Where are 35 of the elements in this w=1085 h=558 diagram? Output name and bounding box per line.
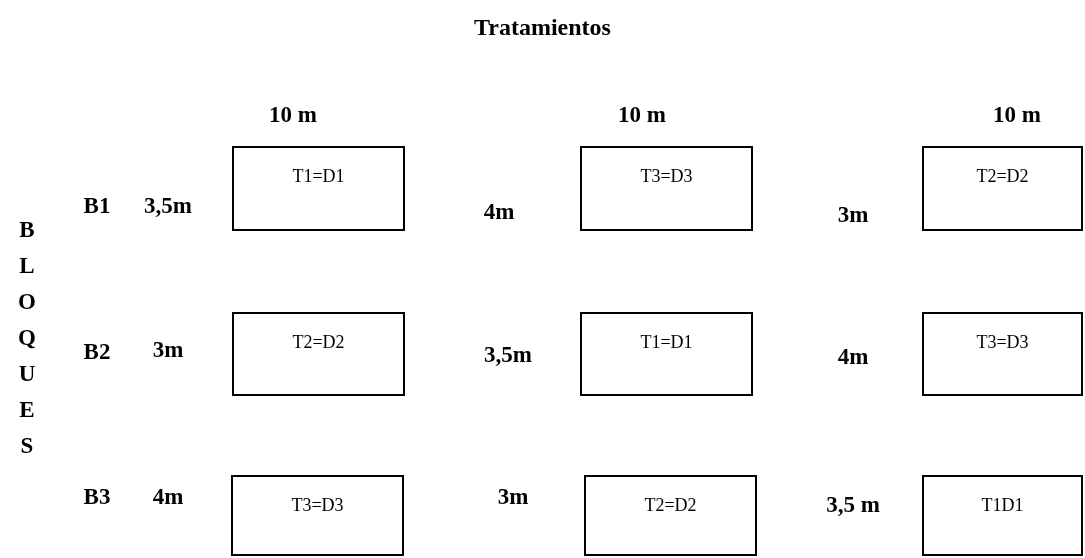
treatment-label: T3=D3 [639,166,694,187]
dimension-label: 4m [152,484,184,510]
dimension-label: 3m [152,337,184,363]
plot-box [580,312,753,396]
plot-box [231,475,404,556]
plot-box [232,312,405,396]
dimension-label: 3m [497,484,529,510]
treatment-label: T1=D1 [639,332,694,353]
treatment-label: T3=D3 [975,332,1030,353]
treatment-label: T2=D2 [291,332,346,353]
plot-box [922,146,1083,231]
axis-label: BLOQUES [17,216,37,460]
plot-box [922,475,1083,556]
block-label: B1 [83,193,111,219]
dimension-label: 3,5 m [826,492,880,518]
treatment-label: T1=D1 [291,166,346,187]
plot-box [584,475,757,556]
treatment-label: T2=D2 [643,495,698,516]
block-label: B3 [83,484,111,510]
treatment-label: T3=D3 [290,495,345,516]
dimension-label: 3m [837,202,869,228]
dimension-label: 3,5m [144,193,192,219]
plot-box [580,146,753,231]
dimension-label: 3,5m [484,342,532,368]
plot-box [922,312,1083,396]
dimension-label: 10 m [993,102,1041,128]
dimension-label: 4m [483,199,515,225]
diagram-title: Tratamientos [473,14,612,41]
dimension-label: 10 m [618,102,666,128]
dimension-label: 4m [837,344,869,370]
treatment-label: T1D1 [980,495,1025,516]
dimension-label: 10 m [269,102,317,128]
treatment-label: T2=D2 [975,166,1030,187]
block-label: B2 [83,339,111,365]
plot-box [232,146,405,231]
